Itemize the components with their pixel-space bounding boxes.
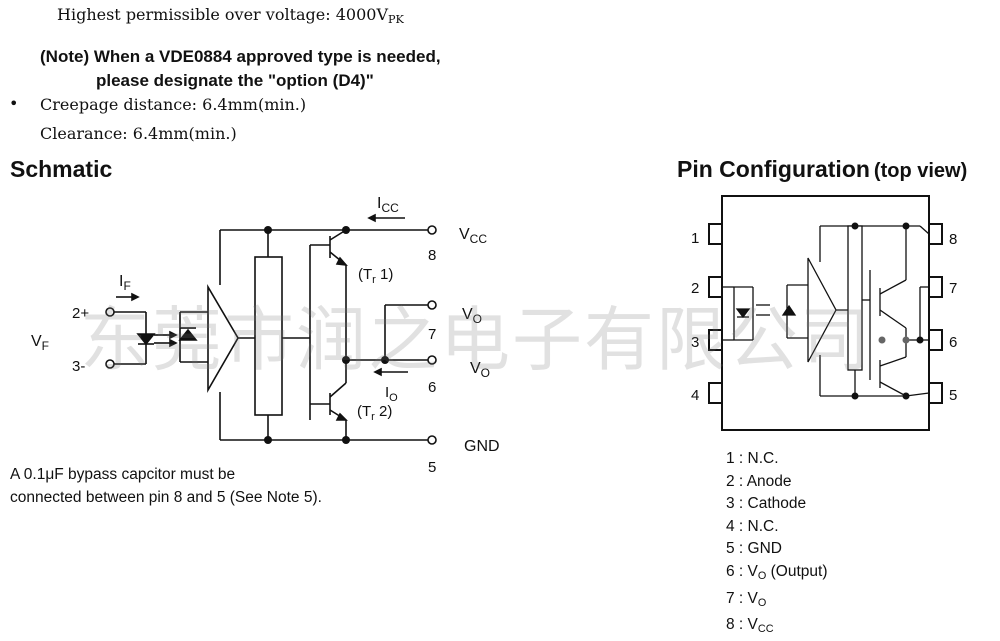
schematic-title: Schmatic xyxy=(10,156,113,182)
bullet: • xyxy=(9,94,19,113)
right-pin-8-tab xyxy=(928,223,943,245)
icc-label: ICC xyxy=(377,195,399,215)
pin-legend-item: 8 : VCC xyxy=(726,616,774,636)
tr2-label: (Tr 2) xyxy=(357,403,392,423)
pkg-pin-4-number: 4 xyxy=(691,387,699,404)
vo-label-pin6: VO xyxy=(470,360,490,380)
creepage-spec: Creepage distance: 6.4mm(min.) xyxy=(40,95,307,114)
pin-6-terminal xyxy=(427,355,437,365)
pkg-pin-7-number: 7 xyxy=(949,280,957,297)
pin-legend: 1 : N.C. 2 : Anode 3 : Cathode 4 : N.C. … xyxy=(726,448,828,641)
right-pin-7-tab xyxy=(928,276,943,298)
vf-label: VF xyxy=(31,333,49,353)
pin-config-title-suffix: (top view) xyxy=(873,160,968,182)
pin-7-terminal xyxy=(427,300,437,310)
vcc-label: VCC xyxy=(459,226,487,246)
sch-pin7-number: 7 xyxy=(428,326,436,343)
if-label: IF xyxy=(119,273,131,293)
clearance-spec: Clearance: 6.4mm(min.) xyxy=(40,124,237,143)
overvoltage-sub: PK xyxy=(388,13,404,26)
watermark: 东莞市润之电子有限公司 xyxy=(80,299,872,381)
pin-legend-item: 3 : Cathode xyxy=(726,495,807,513)
pkg-pin-1-number: 1 xyxy=(691,230,699,247)
pkg-pin-2-number: 2 xyxy=(691,280,699,297)
sch-pin8-number: 8 xyxy=(428,247,436,264)
tr1-label: (Tr 1) xyxy=(358,266,393,286)
pin3-minus-label: 3- xyxy=(72,358,85,375)
gnd-label: GND xyxy=(464,438,500,455)
sch-pin6-number: 6 xyxy=(428,379,436,396)
pin-legend-item: 7 : VO xyxy=(726,589,767,609)
bypass-note-line-2: connected between pin 8 and 5 (See Note … xyxy=(10,489,322,506)
pin-config-title: Pin Configuration (top view) xyxy=(677,156,967,183)
note-line-1: (Note) When a VDE0884 approved type is n… xyxy=(40,47,441,66)
sch-pin5-number: 5 xyxy=(428,459,436,476)
pin-legend-item: 4 : N.C. xyxy=(726,517,779,535)
note-line-2: please designate the "option (D4)" xyxy=(96,71,374,90)
right-pin-6-tab xyxy=(928,329,943,351)
pin-legend-item: 1 : N.C. xyxy=(726,450,779,467)
pin-legend-item: 6 : VO (Output) xyxy=(726,562,828,582)
overvoltage-text: Highest permissible over voltage: 4000V xyxy=(57,5,389,24)
pin-config-title-main: Pin Configuration xyxy=(677,156,870,182)
pin-legend-item: 2 : Anode xyxy=(726,472,792,490)
overvoltage-spec: Highest permissible over voltage: 4000VP… xyxy=(57,5,404,26)
io-label: IO xyxy=(385,384,398,404)
pkg-pin-3-number: 3 xyxy=(691,334,699,351)
pin-8-terminal xyxy=(427,225,437,235)
vo-label-pin7: VO xyxy=(462,306,482,326)
pin-legend-item: 5 : GND xyxy=(726,540,782,558)
bypass-note-line-1: A 0.1μF bypass capcitor must be xyxy=(10,466,236,483)
pkg-pin-8-number: 8 xyxy=(949,231,957,248)
right-pin-5-tab xyxy=(928,382,943,404)
pkg-pin-6-number: 6 xyxy=(949,334,957,351)
pin-5-terminal xyxy=(427,435,437,445)
left-pin-1-tab xyxy=(708,223,723,245)
left-pin-4-tab xyxy=(708,382,723,404)
pin2-plus-label: 2+ xyxy=(72,305,89,322)
pkg-pin-5-number: 5 xyxy=(949,387,957,404)
